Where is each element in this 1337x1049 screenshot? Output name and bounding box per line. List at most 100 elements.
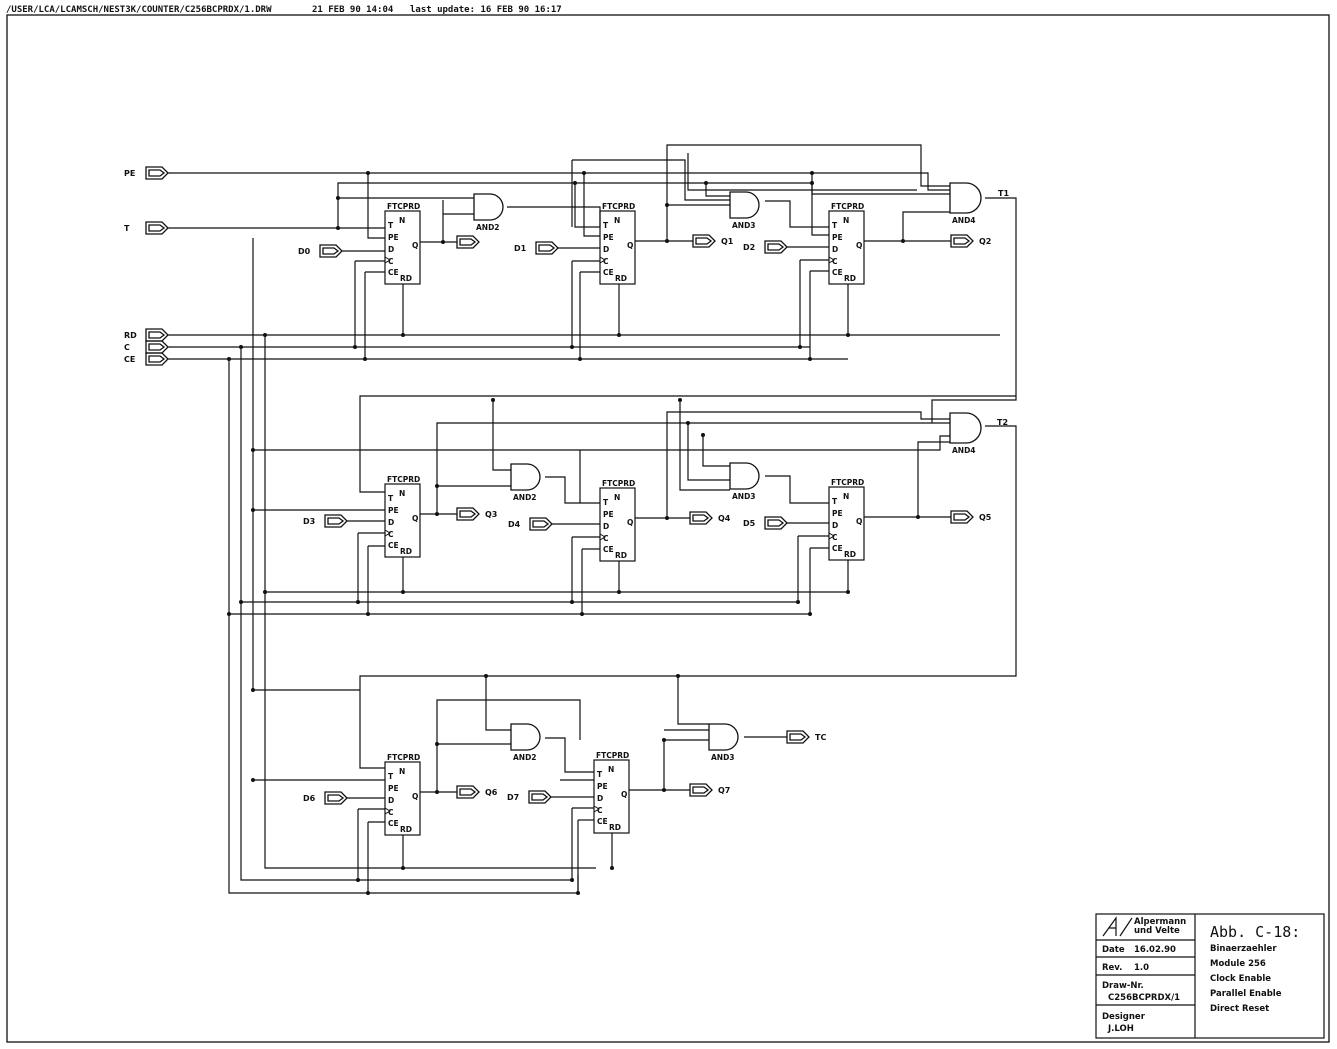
junction-dot	[263, 333, 267, 337]
company-line2: und Velte	[1134, 926, 1180, 936]
port-shape	[145, 340, 169, 354]
port-shape	[324, 514, 348, 528]
output-q2: Q2	[950, 234, 991, 248]
pin-c: C	[603, 257, 609, 266]
clock-marker	[599, 533, 606, 541]
port-label: C	[124, 343, 130, 352]
wire	[666, 411, 950, 518]
pin-q: Q	[412, 241, 418, 250]
pin-d: D	[388, 245, 394, 254]
pin-rd: RD	[844, 550, 856, 559]
description-line3: Clock Enable	[1210, 974, 1271, 984]
label-t2: T2	[997, 418, 1008, 427]
port-label: PE	[124, 169, 135, 178]
input-t: T	[124, 221, 169, 235]
port-shape	[535, 241, 559, 255]
wire	[545, 737, 594, 773]
pin-pe: PE	[832, 233, 843, 242]
junction-dot	[617, 333, 621, 337]
pin-n: N	[399, 767, 405, 776]
rd-bus-left	[252, 238, 360, 691]
port-shape	[456, 235, 480, 249]
junctions	[227, 171, 920, 895]
t-ff1	[574, 183, 600, 228]
title-block-text: Alpermann und Velte Date 16.02.90 Rev. 1…	[1102, 917, 1300, 1034]
junction-dot	[227, 357, 231, 361]
output-q5: Q5	[950, 510, 992, 524]
pin-rd: RD	[615, 551, 627, 560]
junction-dot	[227, 612, 231, 616]
pin-n: N	[399, 216, 405, 225]
flipflop-body	[599, 487, 636, 562]
pin-ce: CE	[603, 545, 614, 554]
junction-dot	[263, 590, 267, 594]
header-date: 21 FEB 90 14:04	[312, 5, 394, 15]
input-d5: D5	[743, 516, 788, 530]
input-d4: D4	[508, 517, 553, 531]
gate-label: AND3	[711, 753, 735, 762]
description-line4: Parallel Enable	[1210, 989, 1282, 999]
port-label: T	[124, 224, 130, 233]
pe-ff1	[583, 173, 600, 237]
pe-ff0	[367, 173, 385, 239]
wire	[545, 476, 600, 504]
port-label: D7	[507, 793, 519, 802]
gate-body	[473, 193, 504, 221]
junction-dot	[846, 333, 850, 337]
junction-dot	[435, 512, 439, 516]
pin-q: Q	[412, 792, 418, 801]
port-label: D1	[514, 244, 527, 253]
output-q7: Q7	[689, 783, 730, 797]
pin-pe: PE	[388, 233, 399, 242]
gate-label: AND3	[732, 492, 756, 501]
pin-pe: PE	[388, 784, 399, 793]
pin-d: D	[388, 796, 394, 805]
junction-dot	[665, 516, 669, 520]
pin-ce: CE	[388, 819, 399, 828]
gate-and3-row3: AND3	[708, 723, 739, 762]
junction-dot	[573, 181, 577, 185]
pin-c: C	[388, 257, 394, 266]
pin-ce: CE	[603, 268, 614, 277]
pin-pe: PE	[603, 510, 614, 519]
gate-body	[510, 463, 541, 491]
input-ce: CE	[124, 352, 169, 366]
junction-dot	[796, 600, 800, 604]
junction-dot	[846, 590, 850, 594]
pin-q: Q	[856, 517, 862, 526]
pin-ce: CE	[597, 817, 608, 826]
junction-dot	[251, 508, 255, 512]
pin-d: D	[832, 521, 838, 530]
gate-label: AND3	[732, 221, 756, 230]
components: PETRDCCEFTCPRDTNPEDCCEQRDFTCPRDTNPEDCCEQ…	[124, 166, 1009, 836]
flipflop-type: FTCPRD	[602, 479, 635, 488]
port-label: Q7	[718, 786, 730, 795]
figure-number: Abb. C-18:	[1210, 923, 1300, 941]
gate-body	[729, 191, 760, 219]
pin-rd: RD	[400, 274, 412, 283]
pin-c: C	[388, 530, 394, 539]
port-shape	[319, 244, 343, 258]
junction-dot	[617, 590, 621, 594]
gate-label: AND4	[952, 216, 976, 225]
input-pe: PE	[124, 166, 169, 180]
pin-q: Q	[627, 518, 633, 527]
rd-bus-left2	[264, 335, 596, 869]
clock-marker	[384, 807, 391, 815]
pin-ce: CE	[832, 544, 843, 553]
port-label: Q3	[485, 510, 497, 519]
flipflop-body	[384, 483, 421, 558]
port-label: Q1	[721, 237, 734, 246]
pin-pe: PE	[388, 506, 399, 515]
flipflop-body	[593, 759, 630, 834]
pin-c: C	[388, 808, 394, 817]
wire	[492, 400, 511, 471]
pin-rd: RD	[400, 825, 412, 834]
q0-to-and2	[442, 213, 474, 242]
junction-dot	[662, 788, 666, 792]
wires	[168, 144, 1017, 894]
junction-dot	[665, 203, 669, 207]
wire	[687, 153, 917, 191]
clock-marker	[384, 529, 391, 537]
